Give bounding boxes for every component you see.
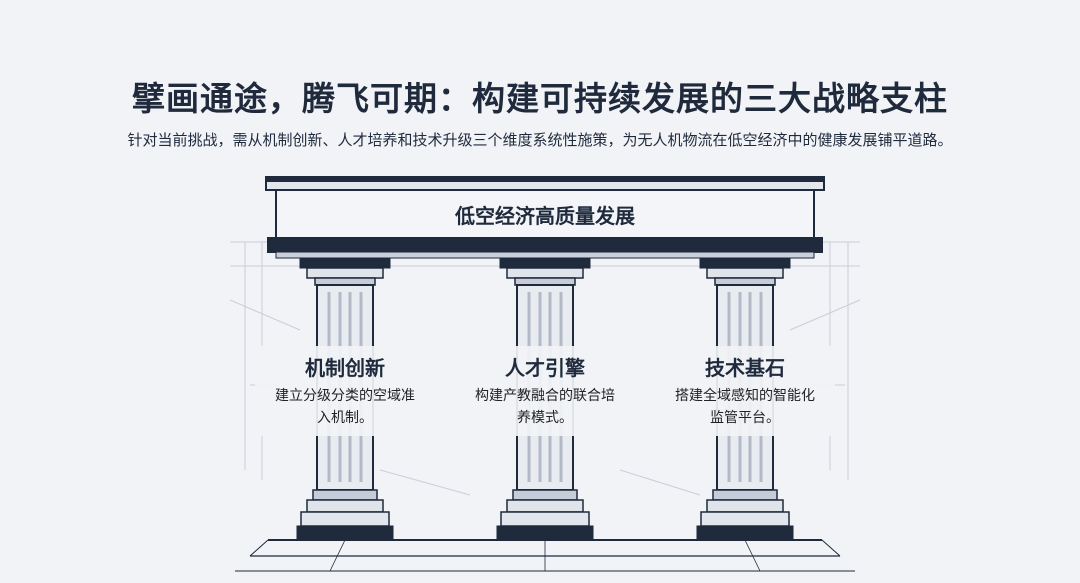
pillar-desc-technology: 搭建全域感知的智能化 监管平台。	[660, 385, 830, 429]
desc-line: 构建产教融合的联合培	[475, 388, 615, 404]
page-subtitle: 针对当前挑战，需从机制创新、人才培养和技术升级三个维度系统性施策，为无人机物流在…	[127, 131, 953, 149]
desc-line: 监管平台。	[710, 410, 780, 426]
temple-base	[235, 539, 855, 572]
label-backdrops	[255, 346, 835, 436]
pillar-desc-mechanism: 建立分级分类的空域准 入机制。	[260, 385, 430, 429]
page-title: 擘画通途，腾飞可期：构建可持续发展的三大战略支柱	[132, 79, 948, 118]
pillar-title-talent: 人才引擎	[505, 356, 585, 380]
pillar-desc-talent: 构建产教融合的联合培 养模式。	[460, 385, 630, 429]
desc-line: 建立分级分类的空域准	[275, 388, 415, 404]
beam-label: 低空经济高质量发展	[455, 204, 635, 228]
desc-line: 搭建全域感知的智能化	[675, 388, 815, 404]
temple-entablature	[265, 176, 825, 259]
desc-line: 入机制。	[317, 410, 373, 426]
pillar-title-technology: 技术基石	[705, 356, 785, 380]
pillar-title-mechanism: 机制创新	[305, 356, 385, 380]
desc-line: 养模式。	[517, 410, 573, 426]
